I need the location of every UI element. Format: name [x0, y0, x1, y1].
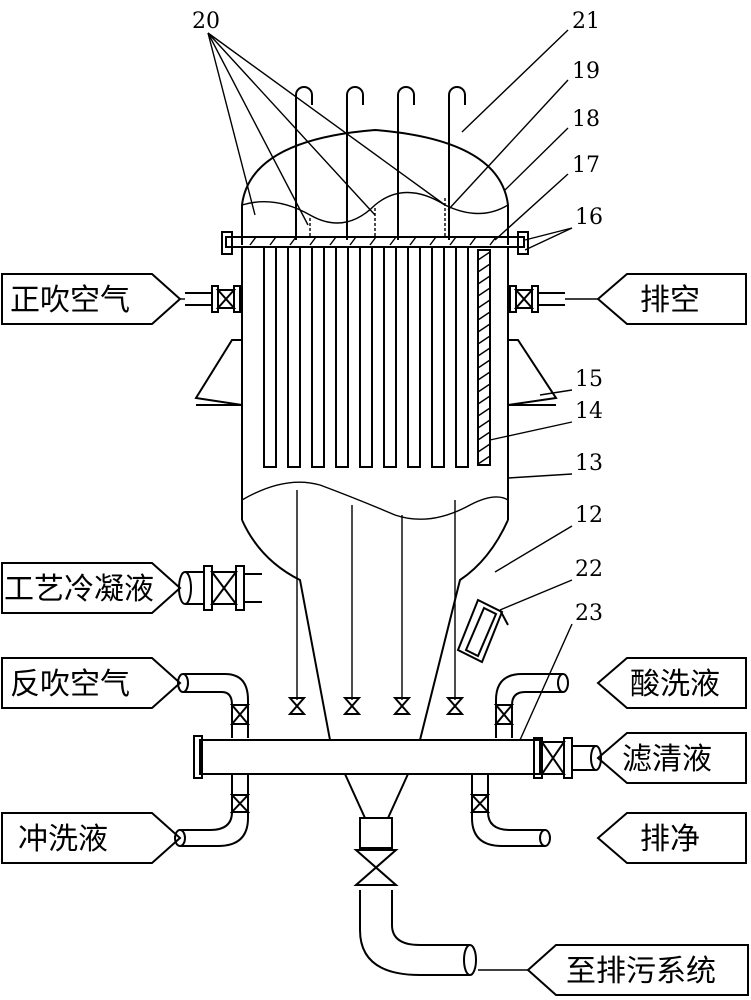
reverse-air-pipe — [177, 673, 251, 738]
flush-pipe — [174, 774, 251, 847]
part-20: 20 — [192, 9, 220, 34]
label-reverse-air: 反吹空气 — [1, 657, 182, 709]
support-lugs — [194, 339, 558, 407]
svg-text:排净: 排净 — [640, 822, 700, 857]
label-acid-wash: 酸洗液 — [596, 657, 747, 709]
part-23: 23 — [575, 601, 603, 626]
part-18: 18 — [572, 107, 600, 132]
part-15: 15 — [575, 367, 603, 392]
label-drain: 排净 — [596, 812, 747, 864]
candle-valves — [287, 697, 465, 715]
vessel-shell — [221, 128, 529, 741]
part-22: 22 — [575, 557, 603, 582]
vent-nozzle — [509, 285, 565, 313]
label-forward-air: 正吹空气 — [1, 273, 182, 325]
svg-text:正吹空气: 正吹空气 — [10, 283, 130, 318]
part-21: 21 — [572, 9, 600, 34]
svg-text:酸洗液: 酸洗液 — [630, 667, 720, 702]
svg-text:至排污系统: 至排污系统 — [566, 954, 716, 989]
baffle-plate — [477, 249, 491, 466]
part-14: 14 — [575, 399, 603, 424]
label-process-condensate: 工艺冷凝液 — [1, 562, 182, 614]
sewage-outlet — [344, 773, 477, 976]
svg-text:反吹空气: 反吹空气 — [10, 667, 130, 702]
drain-pipe — [469, 774, 551, 847]
part-16: 16 — [575, 205, 603, 230]
blow-nozzles — [309, 198, 446, 238]
part-13: 13 — [575, 451, 603, 476]
label-filtrate: 滤清液 — [596, 732, 747, 784]
sight-glass — [456, 598, 509, 664]
svg-text:排空: 排空 — [640, 283, 700, 318]
svg-text:滤清液: 滤清液 — [622, 742, 712, 777]
acid-wash-pipe — [493, 673, 569, 738]
drain-pipes — [296, 490, 456, 700]
forward-air-nozzle — [185, 285, 241, 313]
filtrate-outlet — [533, 737, 602, 779]
svg-text:冲洗液: 冲洗液 — [18, 822, 108, 857]
label-to-sewage: 至排污系统 — [526, 944, 749, 996]
part-12: 12 — [575, 503, 603, 528]
filter-candles — [263, 246, 469, 468]
part-numbers: 20 21 19 18 17 16 15 14 13 12 22 23 — [192, 9, 603, 741]
label-vent: 排空 — [596, 273, 747, 325]
filtrate-header — [193, 735, 541, 779]
condensate-nozzle — [178, 565, 262, 611]
top-hook-tubes — [295, 86, 466, 240]
label-flush-liquid: 冲洗液 — [1, 812, 182, 864]
svg-text:工艺冷凝液: 工艺冷凝液 — [4, 572, 154, 607]
part-17: 17 — [572, 153, 600, 178]
part-19: 19 — [572, 59, 600, 84]
